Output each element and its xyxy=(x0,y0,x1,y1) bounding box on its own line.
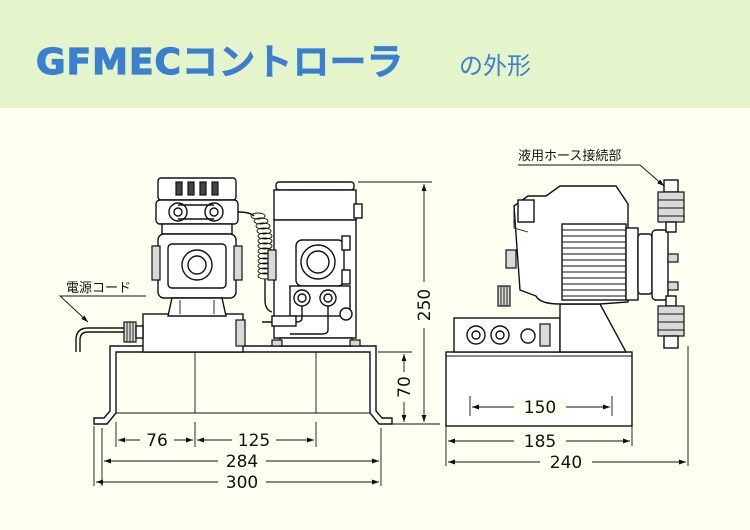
dim-240: 240 xyxy=(550,453,582,473)
dim-185: 185 xyxy=(524,432,556,452)
header-band: GFMECコントローラ の外形 xyxy=(0,0,750,108)
outline-drawing: 電源コード 76 125 284 300 70 250 xyxy=(58,148,689,493)
page-subtitle: の外形 xyxy=(459,52,531,80)
dim-300: 300 xyxy=(226,473,258,493)
dim-70: 70 xyxy=(395,376,415,398)
dim-125: 125 xyxy=(238,431,270,451)
side-dimensions: 150 185 240 xyxy=(445,346,689,473)
coil-cable xyxy=(237,211,273,313)
side-view: 液用ホース接続部 xyxy=(445,148,685,427)
pump-ribs xyxy=(561,223,627,301)
dim-250: 250 xyxy=(415,289,435,321)
dim-76: 76 xyxy=(146,431,168,451)
label-hose-connection: 液用ホース接続部 xyxy=(518,148,621,164)
dim-284: 284 xyxy=(226,452,258,472)
base-frame xyxy=(93,345,393,425)
front-view: 電源コード xyxy=(58,177,393,425)
front-dimensions: 76 125 284 300 70 250 xyxy=(93,181,440,493)
label-power-cord: 電源コード xyxy=(66,281,131,296)
page-title: GFMECコントローラ xyxy=(35,41,404,83)
dim-150: 150 xyxy=(524,398,556,418)
controller-box xyxy=(142,313,244,353)
